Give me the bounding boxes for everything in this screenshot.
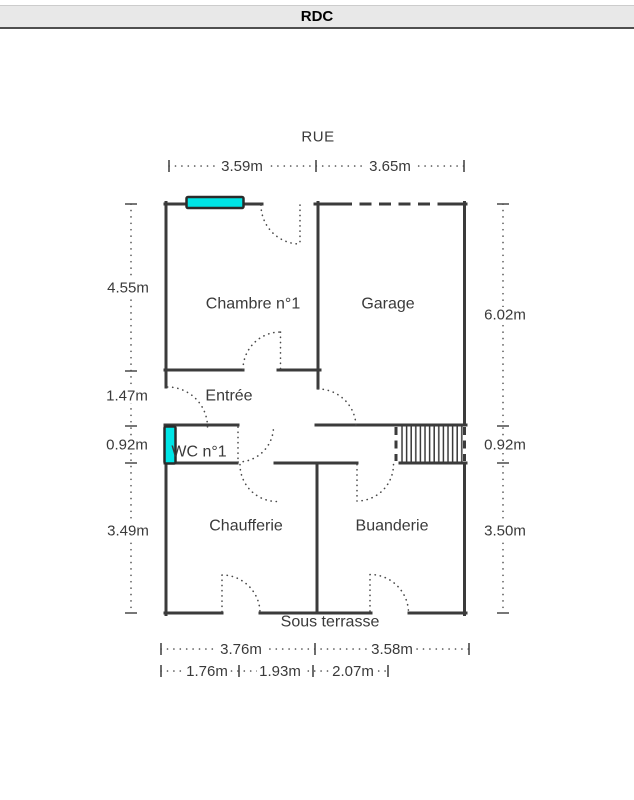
walls [163, 201, 468, 616]
chambre-window [185, 195, 245, 210]
room-label-entree: Entrée [205, 388, 252, 405]
dim-ticks-left [125, 203, 137, 614]
wc-door-arc [237, 425, 275, 463]
buanderie-terrace-door-arc [369, 573, 410, 614]
room-labels: RUE Chambre n°1 Garage Entrée WC n°1 Cha… [171, 129, 428, 631]
floor-title: RDC [300, 8, 334, 25]
chaufferie-terrace-door-arc [221, 574, 261, 614]
dim-right-buanderie: 3.50m [484, 523, 526, 540]
dim-right-stairs: 0.92m [484, 437, 526, 454]
chambre-street-door-arc [260, 204, 301, 245]
entree-garage-door-arc [317, 388, 357, 428]
room-label-chambre: Chambre n°1 [206, 296, 301, 313]
outer-and-inner-walls [163, 201, 468, 616]
buanderie-door-arc [356, 463, 395, 502]
dim-ticks-right [497, 203, 509, 614]
room-label-garage: Garage [361, 296, 414, 313]
dim-bottom-buanderie: 3.58m [371, 641, 413, 658]
wc-window [163, 425, 177, 465]
dim-bottom-chaufferie: 3.76m [220, 641, 262, 658]
dim-bottom-inner-2: 1.93m [259, 663, 301, 680]
dim-left-wc: 0.92m [106, 437, 148, 454]
dimension-labels: 3.59m 3.65m 4.55m 1.47m 0.92m 3.49m 6.02… [102, 158, 530, 680]
terrace-label: Sous terrasse [281, 614, 380, 631]
door-arcs [166, 204, 410, 614]
dim-ticks-bottom-inner [160, 665, 389, 677]
dim-top-right: 3.65m [369, 158, 411, 175]
dim-left-entree: 1.47m [106, 388, 148, 405]
dim-top-left: 3.59m [221, 158, 263, 175]
room-label-buanderie: Buanderie [356, 518, 429, 535]
dim-left-chaufferie: 3.49m [107, 523, 149, 540]
room-label-wc: WC n°1 [171, 444, 226, 461]
staircase [400, 426, 464, 462]
street-label: RUE [301, 129, 334, 146]
chambre-entree-door-arc [242, 331, 282, 371]
dim-left-chambre: 4.55m [107, 280, 149, 297]
dim-right-garage: 6.02m [484, 307, 526, 324]
dim-ticks-top [168, 160, 465, 172]
chaufferie-door-arc [239, 463, 278, 503]
dim-bottom-inner-3: 2.07m [332, 663, 374, 680]
front-door-arc [166, 386, 209, 428]
room-label-chaufferie: Chaufferie [209, 518, 283, 535]
dim-bottom-inner-1: 1.76m [186, 663, 228, 680]
floor-tab-rdc[interactable]: RDC [0, 5, 634, 29]
dim-ticks-bottom-outer [160, 643, 470, 655]
